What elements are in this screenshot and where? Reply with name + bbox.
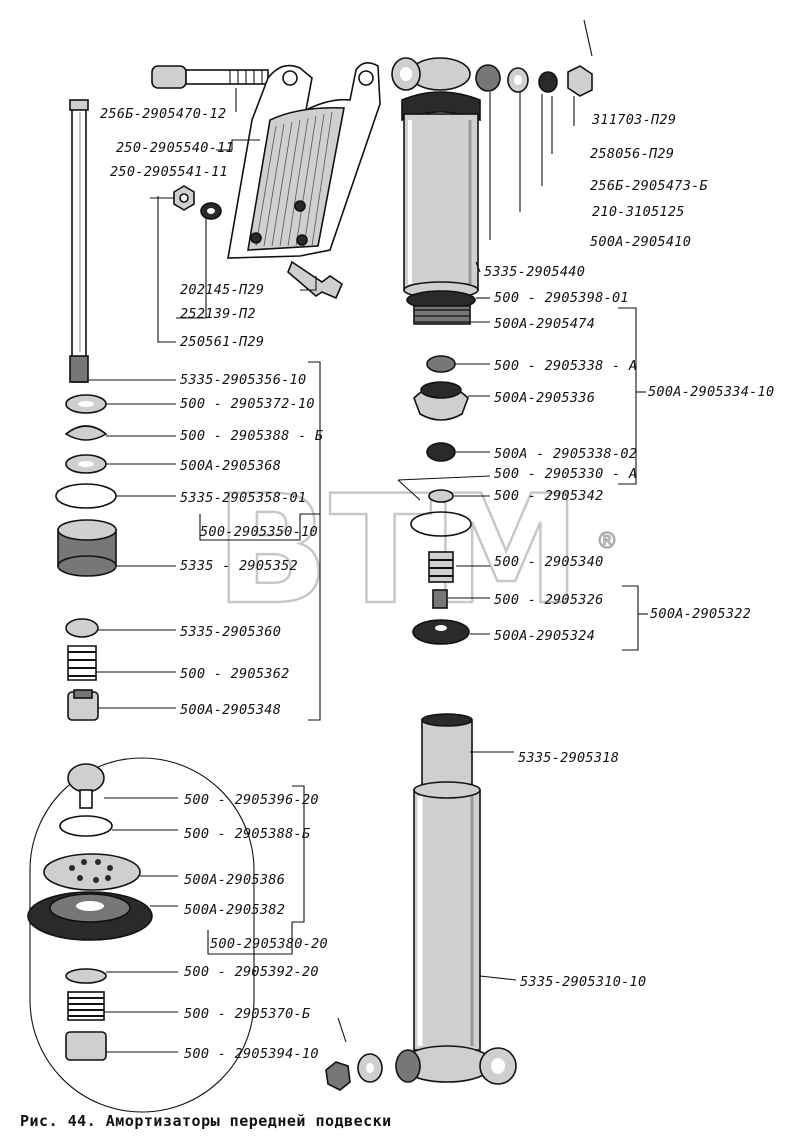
label-250561-p29: 250561-П29 (180, 334, 264, 350)
upper-bolt (151, 65, 269, 89)
label-5335-2905352: 5335 - 2905352 (180, 558, 298, 574)
label-5335-2905318: 5335-2905318 (518, 750, 619, 766)
label-210-3105125: 210-3105125 (592, 204, 685, 220)
label-500-2905350-10: 500-2905350-10 (200, 524, 318, 540)
label-500-2905338-a: 500 - 2905338 - А (494, 358, 637, 374)
label-500-2905342: 500 - 2905342 (494, 488, 604, 504)
label-202145-p29: 202145-П29 (180, 282, 264, 298)
label-5335-2905360: 5335-2905360 (180, 624, 281, 640)
label-258056-p29: 258056-П29 (590, 146, 674, 162)
label-5335-2905310-10: 5335-2905310-10 (520, 974, 646, 990)
label-256b-2905473-b: 256Б-2905473-Б (590, 178, 708, 194)
label-500-2905396-20: 500 - 2905396-20 (184, 792, 319, 808)
label-500-2905394-10: 500 - 2905394-10 (184, 1046, 319, 1062)
label-500a-2905324: 500А-2905324 (494, 628, 595, 644)
label-500-2905388-b-2: 500 - 2905388-Б (184, 826, 310, 842)
watermark-registered: ® (596, 529, 618, 554)
left-stack (55, 394, 117, 721)
label-500a-2905336: 500А-2905336 (494, 390, 595, 406)
label-250-2905541-11: 250-2905541-11 (110, 164, 228, 180)
label-500-2905370-b: 500 - 2905370-Б (184, 1006, 310, 1022)
lower-bolt (287, 260, 343, 300)
label-500-2905326: 500 - 2905326 (494, 592, 604, 608)
shock-lower-body (325, 713, 517, 1091)
label-500a-2905368: 500А-2905368 (180, 458, 281, 474)
figure-caption: Рис. 44. Амортизаторы передней подвески (20, 1112, 392, 1130)
label-500-2905362: 500 - 2905362 (180, 666, 290, 682)
label-5335-2905440: 5335-2905440 (484, 264, 585, 280)
bracket (227, 62, 381, 259)
part-labels: 256Б-2905470-12 250-2905540-11 250-29055… (100, 106, 774, 1062)
brackets (199, 307, 648, 955)
small-nut-and-washer (173, 185, 222, 220)
label-500a-2905474: 500А-2905474 (494, 316, 595, 332)
label-256b-2905470-12: 256Б-2905470-12 (100, 106, 226, 122)
label-500a-2905348: 500А-2905348 (180, 702, 281, 718)
label-500-2905340: 500 - 2905340 (494, 554, 604, 570)
shock-valve-stack (410, 355, 472, 645)
label-500-2905388-b: 500 - 2905388 - Б (180, 428, 323, 444)
label-500-2905330-a: 500 - 2905330 - А (494, 466, 637, 482)
label-500-2905372-10: 500 - 2905372-10 (180, 396, 315, 412)
label-500-2905398-01: 500 - 2905398-01 (494, 290, 629, 306)
watermark: BTM ® (214, 463, 619, 640)
label-500a-2905338-02: 500А - 2905338-02 (494, 446, 637, 462)
shock-upper-assembly (391, 19, 593, 325)
label-500-2905392-20: 500 - 2905392-20 (184, 964, 319, 980)
label-500a-2905386: 500А-2905386 (184, 872, 285, 888)
rod (69, 99, 89, 383)
label-252139-p2: 252139-П2 (180, 306, 256, 322)
label-500a-2905322: 500А-2905322 (650, 606, 751, 622)
label-250-2905540-11: 250-2905540-11 (116, 140, 234, 156)
label-500a-2905410: 500А-2905410 (590, 234, 691, 250)
label-500-2905380-20: 500-2905380-20 (210, 936, 328, 952)
label-500a-2905334-10: 500А-2905334-10 (648, 384, 774, 400)
label-5335-2905356-10: 5335-2905356-10 (180, 372, 306, 388)
watermark-logo: BTM (215, 464, 581, 638)
label-5335-2905358-01: 5335-2905358-01 (180, 490, 306, 506)
detail-capsule (27, 757, 255, 1113)
label-500a-2905382: 500А-2905382 (184, 902, 285, 918)
leader-lines (88, 88, 575, 1053)
label-311703-p29: 311703-П29 (591, 112, 676, 128)
